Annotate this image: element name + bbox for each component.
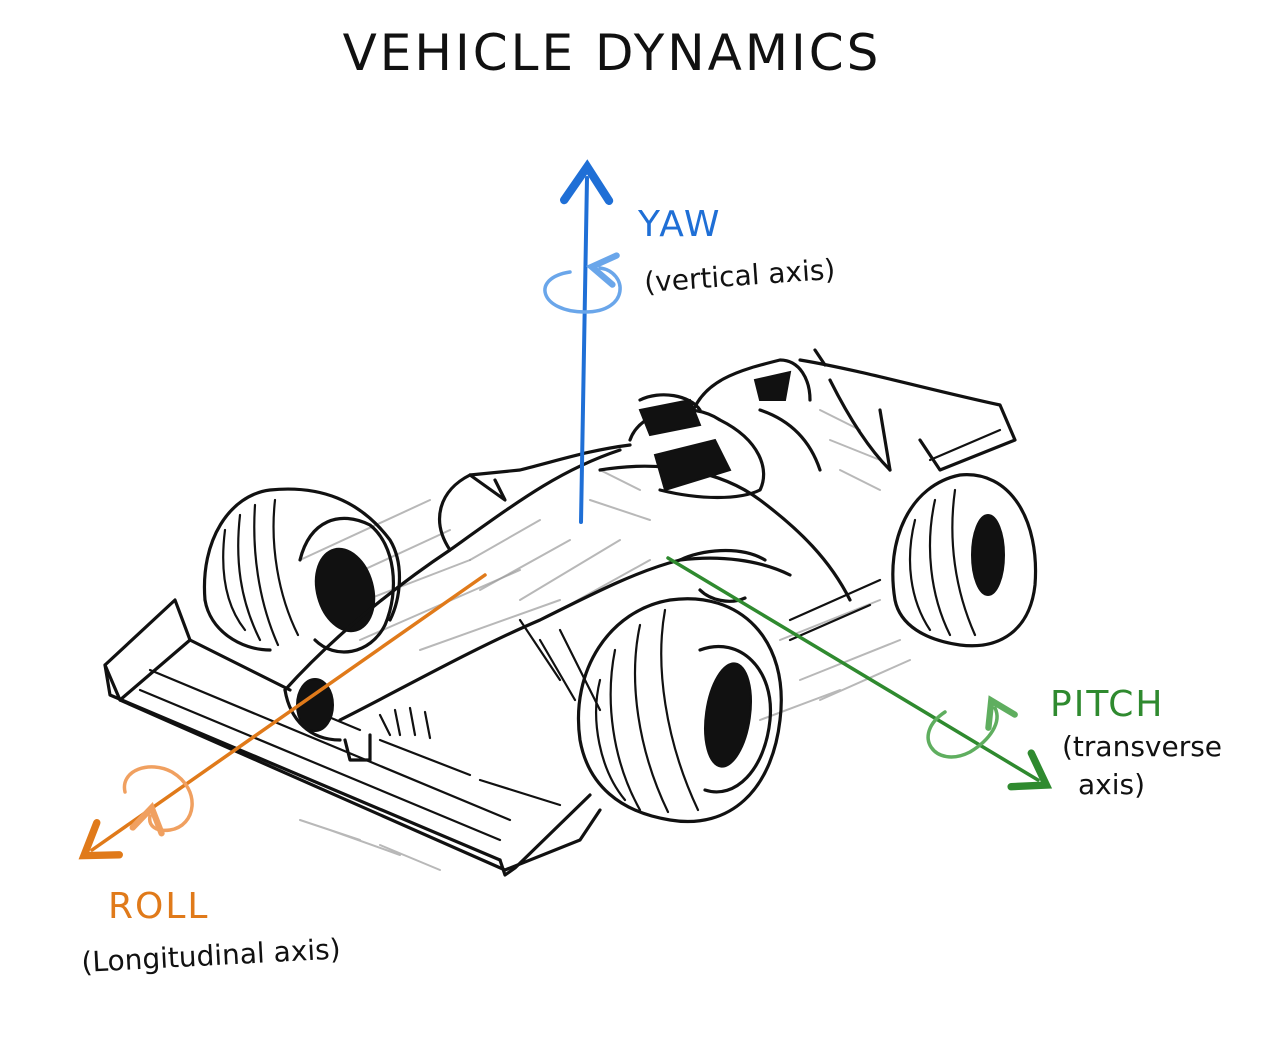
rear-right-tire xyxy=(891,473,1038,648)
roll-rotation-icon xyxy=(122,765,194,837)
car-body xyxy=(283,443,852,762)
roll-description: (Longitudinal axis) xyxy=(81,932,342,979)
roll-label: ROLL xyxy=(108,886,209,927)
pitch-axis-arrow xyxy=(666,556,1053,791)
pitch-axis: PITCH (transverse axis) xyxy=(666,556,1222,801)
front-wing xyxy=(103,598,602,877)
pitch-description-line-1: (transverse xyxy=(1062,730,1222,763)
car-shading xyxy=(299,409,911,871)
cockpit xyxy=(628,358,822,500)
page-title: VEHICLE DYNAMICS xyxy=(343,24,882,82)
roll-axis: ROLL (Longitudinal axis) xyxy=(78,573,487,979)
pitch-description-line-2: axis) xyxy=(1078,768,1145,801)
front-left-tire xyxy=(202,487,401,654)
yaw-label: YAW xyxy=(637,204,721,245)
yaw-axis-arrow xyxy=(560,159,614,524)
pitch-rotation-icon xyxy=(926,695,1018,759)
pitch-label: PITCH xyxy=(1050,684,1164,725)
yaw-description: (vertical axis) xyxy=(643,253,836,299)
rear-wing xyxy=(798,348,1017,472)
yaw-rotation-icon xyxy=(543,252,622,314)
front-right-tire xyxy=(576,597,783,823)
formula-car-icon xyxy=(103,348,1038,877)
rear-left-tire xyxy=(678,549,882,642)
